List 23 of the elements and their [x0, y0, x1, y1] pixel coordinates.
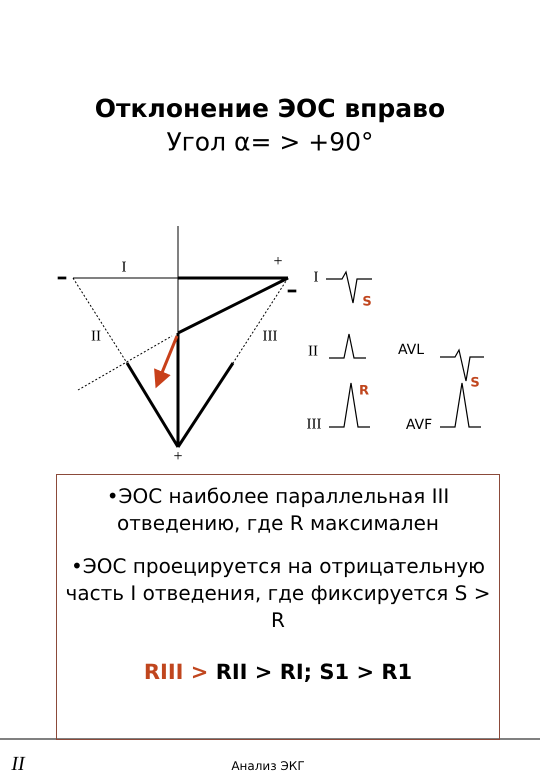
- lead-label: AVL: [398, 343, 424, 357]
- formula-text: RIII > RII > RI; S1 > R1: [144, 659, 412, 686]
- bullet-text: •ЭОС наиболее параллельная III отведению, где R максимален: [106, 483, 450, 537]
- minus-sign: –: [286, 280, 298, 302]
- minus-sign: –: [56, 267, 68, 289]
- plus-sign: +: [173, 449, 183, 465]
- lead-label: II: [91, 330, 101, 344]
- lead-label: III: [306, 418, 322, 432]
- wave-label: R: [359, 384, 369, 398]
- bullet-text: •ЭОС проецируется на отрицательную часть I отведения, где фиксируется S > R: [65, 553, 491, 634]
- plus-sign: +: [273, 254, 283, 270]
- wave-label: S: [470, 376, 480, 390]
- lead-label: II: [308, 344, 318, 360]
- lead-label: I: [314, 270, 318, 286]
- subtitle: Угол α= > +90°: [166, 130, 374, 154]
- text-box: [56, 474, 500, 740]
- lead-label: III: [262, 330, 278, 344]
- lead-label: I: [122, 260, 126, 276]
- lead-label: AVF: [406, 418, 432, 432]
- wave-label: S: [362, 296, 372, 308]
- title: Отклонение ЭОС вправо: [94, 93, 446, 125]
- page-number: II: [11, 754, 25, 774]
- footer-text: Анализ ЭКГ: [231, 760, 305, 772]
